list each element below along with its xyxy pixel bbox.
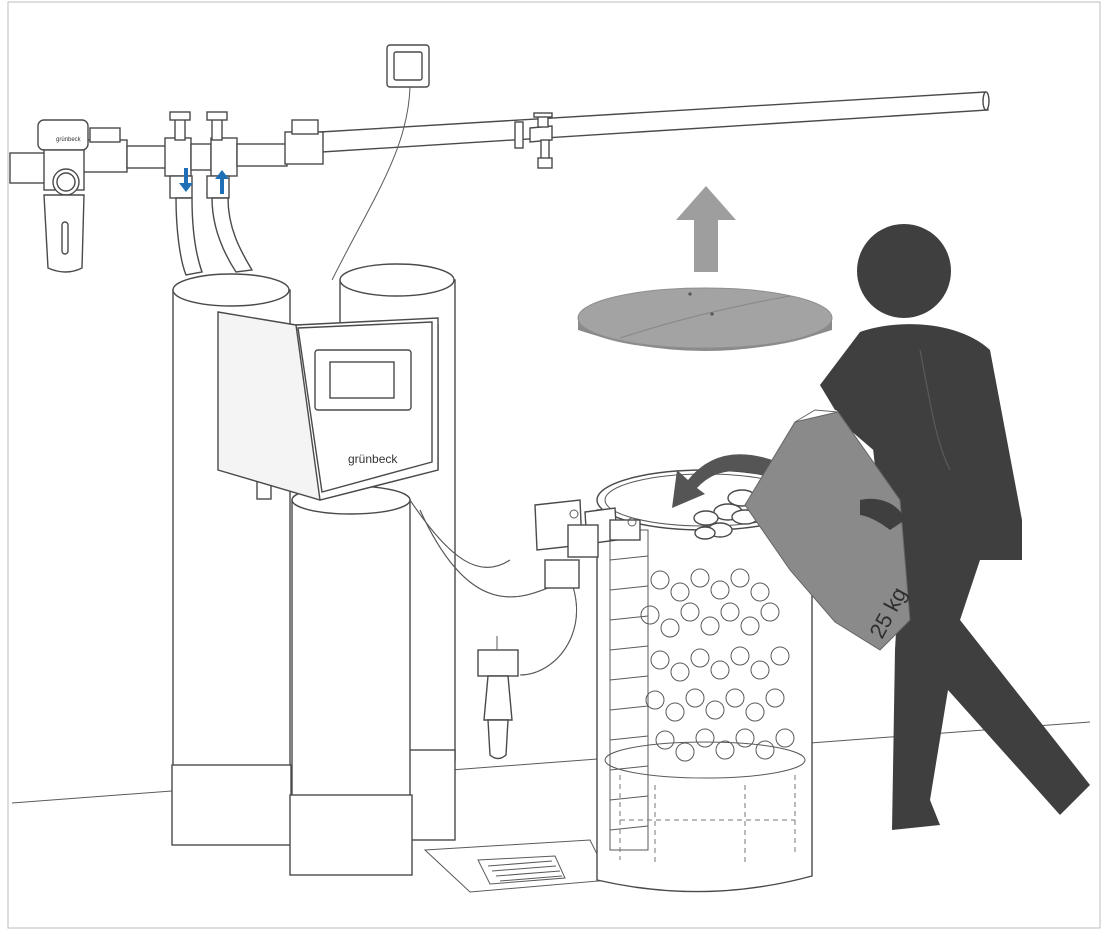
salt-tablets-falling <box>693 489 759 540</box>
softener-unit: grünbeck <box>171 263 456 876</box>
filter-brand-label: grünbeck <box>56 137 82 143</box>
brine-valve <box>534 499 641 589</box>
arrow-down-icon <box>179 168 193 192</box>
water-pipe <box>319 91 990 169</box>
arrow-up-icon <box>676 186 736 272</box>
pre-filter: grünbeck <box>37 119 89 273</box>
floor-drain <box>423 839 611 893</box>
arrow-up-icon <box>215 170 229 194</box>
brine-tank-lid <box>577 287 833 351</box>
power-socket <box>331 44 430 281</box>
salt-bag: 25 kg <box>744 409 912 651</box>
salt-pellets <box>640 568 795 762</box>
frame-border <box>7 1 1101 929</box>
drain-funnel <box>477 636 519 760</box>
water-tap <box>529 112 553 169</box>
person-figure <box>820 224 1090 830</box>
outlet-hose <box>211 197 254 273</box>
curved-arrow-icon <box>672 454 778 508</box>
inlet-hose <box>175 197 203 276</box>
brand-label: grünbeck <box>348 452 398 466</box>
